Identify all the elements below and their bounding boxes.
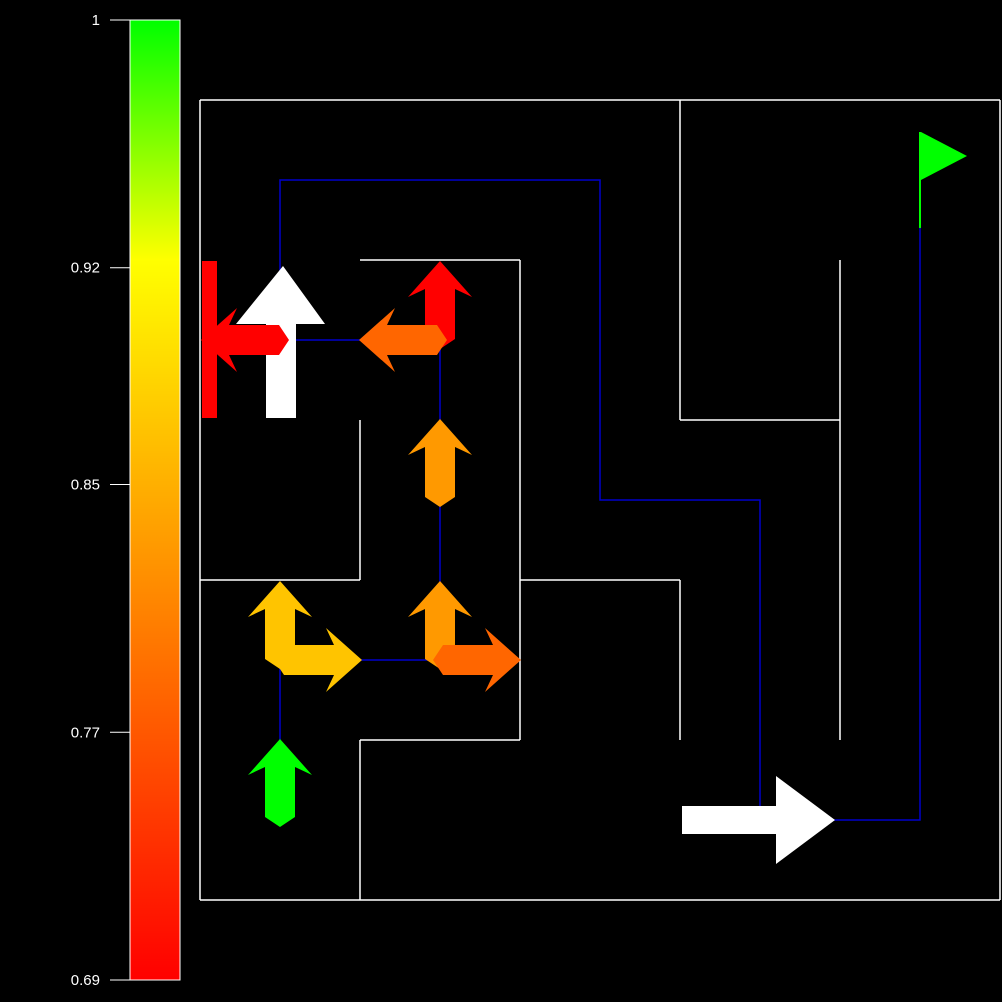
colorbar-tick-label: 1 (92, 12, 100, 29)
policy-arrow-left (201, 308, 289, 372)
colorbar: 1 0.92 0.85 0.77 0.69 (71, 12, 181, 989)
policy-arrow-up (248, 581, 312, 669)
colorbar-tick-label: 0.85 (71, 477, 100, 494)
colorbar-ticks: 1 0.92 0.85 0.77 0.69 (71, 12, 130, 989)
goal-flag-icon (919, 132, 967, 228)
policy-arrow-up (408, 581, 472, 669)
colorbar-tick-label: 0.69 (71, 972, 100, 989)
colorbar-tick-label: 0.77 (71, 724, 100, 741)
policy-arrow-up (408, 419, 472, 507)
agent-marker-right-arrow (682, 776, 835, 864)
colorbar-tick-label: 0.92 (71, 260, 100, 277)
colorbar-gradient (129, 19, 181, 981)
policy-arrow-left (359, 308, 447, 372)
solution-path (279, 179, 921, 821)
policy-arrows (201, 261, 835, 864)
policy-arrow-right (274, 628, 362, 692)
policy-arrow-up (408, 261, 472, 349)
policy-arrow-right (433, 628, 521, 692)
policy-arrow-up (248, 739, 312, 827)
